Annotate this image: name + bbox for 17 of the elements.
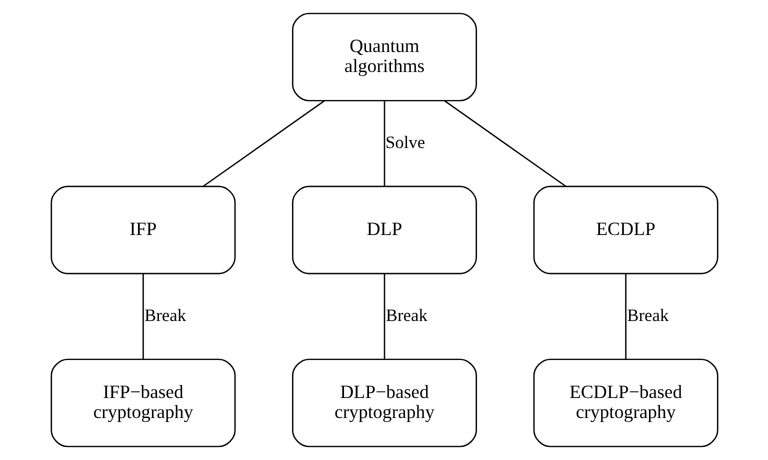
node-box: IFP−based cryptography — [50, 358, 236, 448]
connector — [444, 100, 566, 187]
connector — [383, 274, 385, 360]
node-box: ECDLP — [532, 186, 718, 274]
edge-label: Break — [626, 305, 668, 326]
node-box: ECDLP−based cryptography — [532, 358, 718, 448]
edge-label: Solve — [384, 132, 425, 152]
connector — [624, 274, 626, 360]
edge-label: Break — [144, 305, 186, 326]
node-box: Quantum algorithms — [292, 12, 476, 102]
node-box: DLP−based cryptography — [292, 358, 476, 448]
connector — [202, 100, 324, 187]
node-box: IFP — [50, 186, 236, 274]
node-box: DLP — [292, 186, 476, 274]
connector — [383, 100, 385, 186]
connector — [142, 274, 144, 360]
edge-label: Break — [385, 305, 427, 326]
